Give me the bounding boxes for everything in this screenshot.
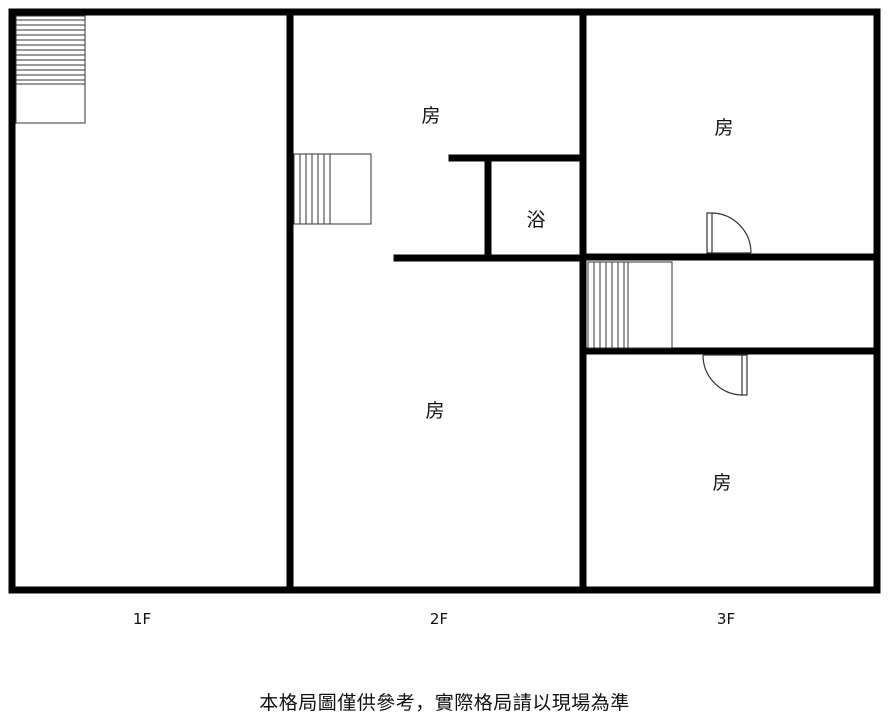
disclaimer-text: 本格局圖僅供參考，實際格局請以現場為準 bbox=[259, 692, 630, 714]
room-label-2f-top: 房 bbox=[421, 105, 441, 127]
stairs-icon bbox=[587, 261, 673, 349]
stairs-icon bbox=[15, 15, 86, 124]
room-label-3f-top: 房 bbox=[714, 117, 734, 139]
bath-label-2f: 浴 bbox=[526, 209, 546, 231]
outer-wall bbox=[8, 8, 881, 594]
stairs-icon bbox=[293, 153, 372, 225]
floor-label-1f: 1F bbox=[132, 610, 152, 628]
door-swing-icon bbox=[702, 354, 748, 396]
floor-label-2f: 2F bbox=[429, 610, 449, 628]
door-swing-icon bbox=[706, 212, 752, 254]
room-label-3f-bottom: 房 bbox=[712, 472, 732, 494]
walls bbox=[8, 8, 881, 594]
room-label-2f-bottom: 房 bbox=[425, 400, 445, 422]
floor-label-3f: 3F bbox=[716, 610, 736, 628]
